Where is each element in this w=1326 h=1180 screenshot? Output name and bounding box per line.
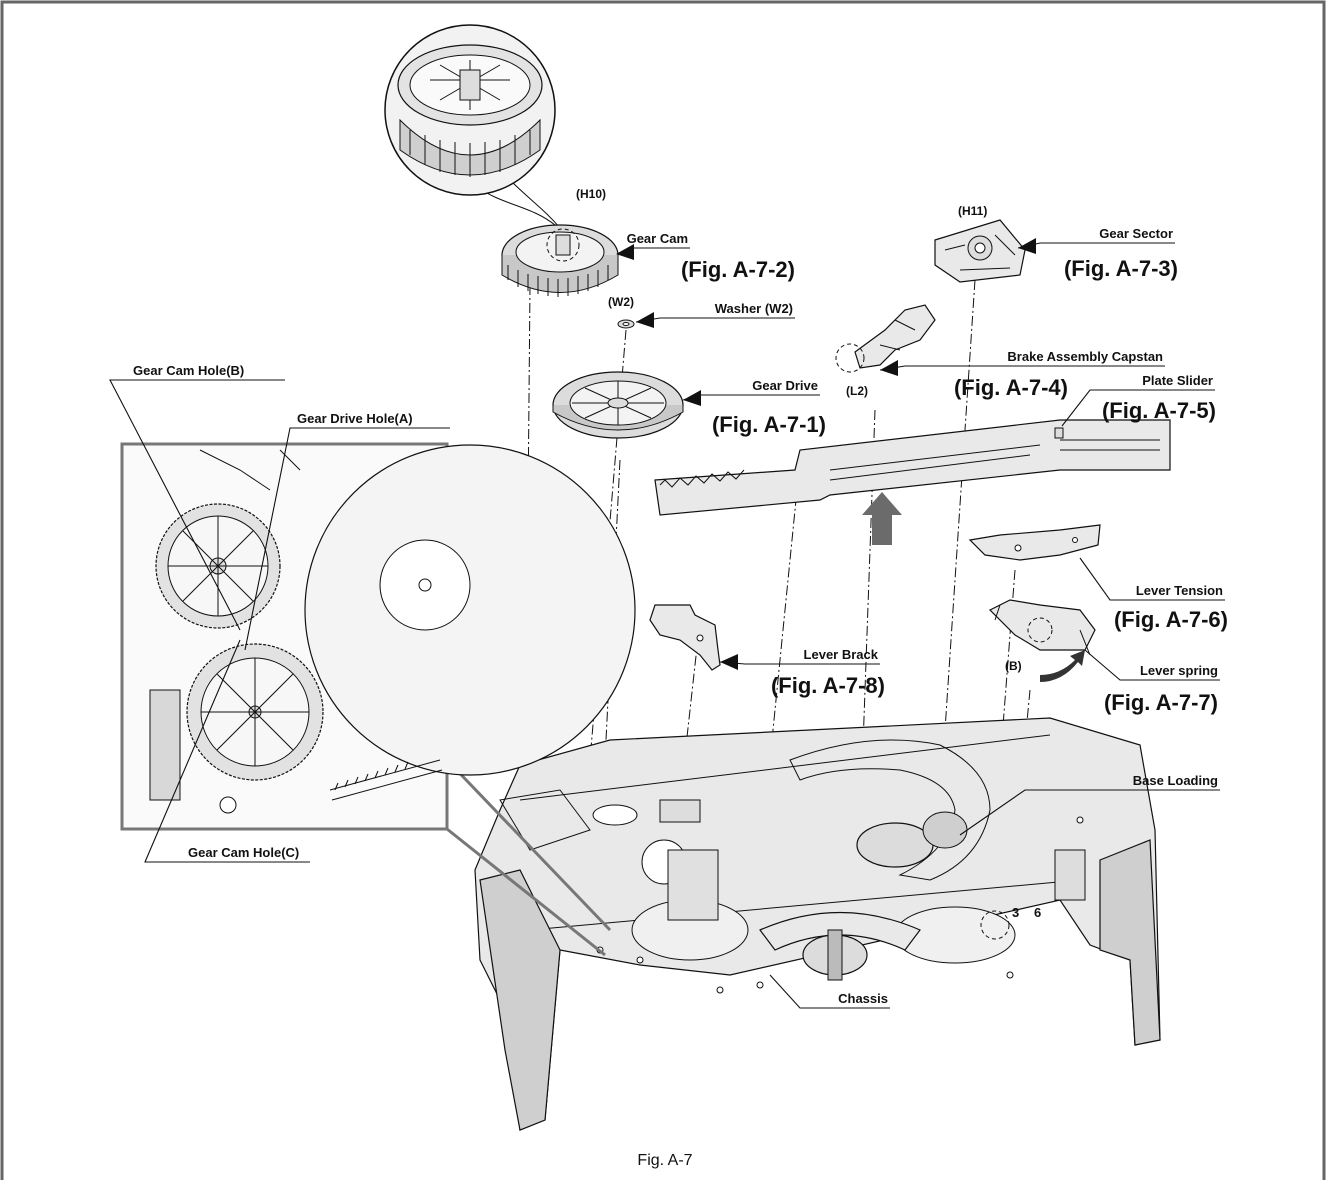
- curved-arrow-icon: [1040, 650, 1085, 682]
- gear-cam-fig: (Fig. A-7-2): [681, 257, 795, 282]
- lever-tension-fig: (Fig. A-7-6): [1114, 607, 1228, 632]
- chassis-label: Chassis: [838, 991, 888, 1006]
- w2-label: (W2): [608, 295, 634, 309]
- gear-sector-part: [934, 219, 1026, 283]
- brake-fig: (Fig. A-7-4): [954, 375, 1068, 400]
- l2-label: (L2): [846, 384, 868, 398]
- lever-spring-label: Lever spring: [1140, 663, 1218, 678]
- chassis-part: [474, 717, 1161, 1131]
- number-3-label: 3: [1012, 905, 1019, 920]
- plate-slider-fig: (Fig. A-7-5): [1102, 398, 1216, 423]
- b-marker-label: (B): [1005, 659, 1022, 673]
- lever-tension-part: [968, 524, 1101, 561]
- lever-brack-fig: (Fig. A-7-8): [771, 673, 885, 698]
- plate-slider-label: Plate Slider: [1142, 373, 1213, 388]
- lever-spring-fig: (Fig. A-7-7): [1104, 690, 1218, 715]
- labels: (H10) (H11) Gear Cam (Fig. A-7-2) Gear S…: [133, 187, 1228, 1169]
- washer-label: Washer (W2): [715, 301, 793, 316]
- gear-cam-part: [501, 224, 619, 297]
- washer-part: [617, 319, 635, 329]
- h11-label: (H11): [958, 204, 987, 218]
- gear-cam-label: Gear Cam: [627, 231, 688, 246]
- lever-brack-label: Lever Brack: [804, 647, 879, 662]
- base-loading-label: Base Loading: [1133, 773, 1218, 788]
- lever-tension-label: Lever Tension: [1136, 583, 1223, 598]
- up-arrow-icon: [862, 492, 902, 545]
- gear-drive-hole-a-label: Gear Drive Hole(A): [297, 411, 413, 426]
- gear-sector-label: Gear Sector: [1099, 226, 1173, 241]
- gear-drive-label: Gear Drive: [752, 378, 818, 393]
- figure-caption: Fig. A-7: [637, 1152, 692, 1169]
- plate-slider-part: [654, 419, 1171, 516]
- h10-label: (H10): [576, 187, 606, 201]
- inset-detail-view: [120, 442, 636, 957]
- leader-lines: [109, 238, 1225, 1009]
- gear-cam-hole-c-label: Gear Cam Hole(C): [188, 845, 299, 860]
- gear-sector-fig: (Fig. A-7-3): [1064, 256, 1178, 281]
- gear-drive-part: [552, 371, 684, 439]
- gear-cam-magnified-view: [384, 24, 561, 229]
- number-6-label: 6: [1034, 905, 1041, 920]
- gear-cam-hole-b-label: Gear Cam Hole(B): [133, 363, 244, 378]
- lever-spring-part: [988, 599, 1096, 656]
- lever-brack-part: [649, 604, 721, 671]
- brake-assembly-part: [835, 304, 936, 373]
- brake-label: Brake Assembly Capstan: [1007, 349, 1163, 364]
- gear-drive-fig: (Fig. A-7-1): [712, 412, 826, 437]
